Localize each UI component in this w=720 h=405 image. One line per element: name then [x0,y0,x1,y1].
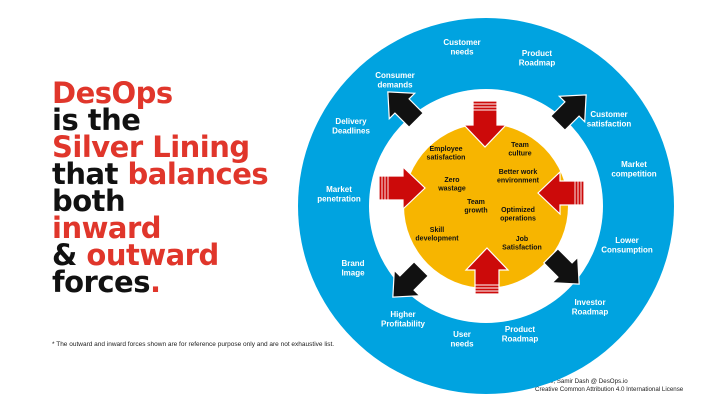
copyright: ©2020, Samir Dash @ DesOps.io Creative C… [535,378,683,394]
outward-force-arrow [549,94,587,132]
inward-force-arrow [462,100,508,148]
headline-ampersand: & [52,238,87,272]
inward-force-arrow [378,165,426,211]
headline-silver-lining: Silver Lining [52,130,250,164]
headline-outward: outward [86,238,219,272]
headline-forces: forces [52,265,150,299]
headline-balances: balances [127,157,269,191]
headline-period: . [149,265,161,299]
inner-forces-circle [404,124,568,288]
outward-force-arrow [387,91,425,129]
outward-force-arrow [392,260,430,298]
headline-is-the: is the [52,103,141,137]
headline-desops: DesOps [52,76,173,110]
force-arrows [378,91,587,298]
copyright-line-1: ©2020, Samir Dash @ DesOps.io [535,378,628,385]
headline-both: both [52,184,126,218]
copyright-line-2: Creative Common Attribution 4.0 Internat… [535,386,684,393]
headline-inward: inward [52,211,162,245]
footnote: * The outward and inward forces shown ar… [52,341,335,348]
inward-force-arrow [537,170,585,216]
outward-force-arrow [542,247,580,285]
headline: DesOps is the Silver Lining that balance… [52,76,269,299]
inward-force-arrow [464,247,510,295]
headline-that: that [52,157,128,191]
